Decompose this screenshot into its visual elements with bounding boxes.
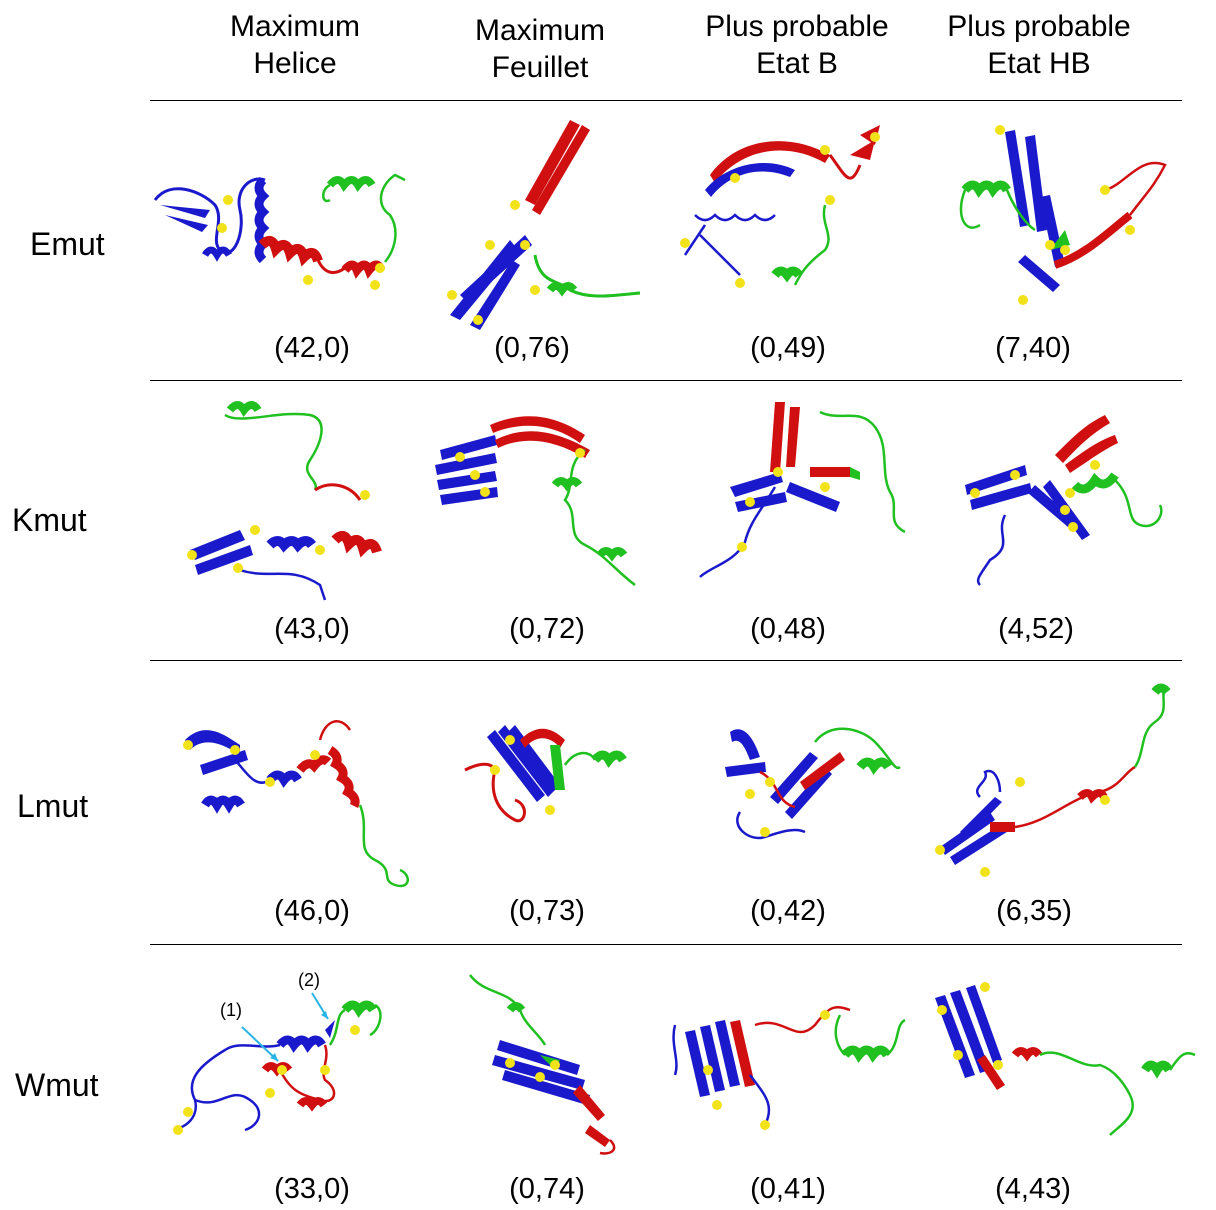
- structure-lmut-max-sheet: [464, 725, 627, 823]
- structure-emut-max-helix: [153, 173, 406, 290]
- structure-kmut-max-helix: [187, 401, 382, 601]
- row-label-kmut: Kmut: [12, 502, 87, 538]
- column-header-line2: Etat B: [756, 47, 838, 80]
- structure-wmut-state-b: [672, 1006, 906, 1130]
- annotation-label-1: (1): [220, 1000, 242, 1020]
- column-header-max-helix: Maximum Helice: [175, 8, 415, 82]
- structure-wmut-state-hb: [935, 982, 1196, 1136]
- structure-kmut-state-b: [699, 402, 906, 578]
- column-header-line2: Helice: [253, 47, 337, 80]
- cell-caption: (43,0): [274, 613, 350, 645]
- annotation-arrows: [241, 992, 329, 1062]
- cell-caption: (7,40): [995, 332, 1071, 364]
- row-label-lmut: Lmut: [17, 788, 89, 824]
- column-header-line2: Etat HB: [987, 47, 1091, 80]
- row-divider: [150, 660, 1182, 661]
- structure-lmut-max-helix: [183, 720, 409, 888]
- column-header-state-b: Plus probable Etat B: [677, 8, 917, 82]
- structure-emut-state-b: [680, 125, 880, 288]
- cell-caption: (33,0): [274, 1173, 350, 1205]
- structure-emut-state-hb: [959, 125, 1167, 305]
- row-divider: [150, 100, 1182, 101]
- cell-caption: (0,41): [750, 1173, 826, 1205]
- column-header-line1: Maximum: [229, 10, 360, 43]
- column-header-line1: Plus probable: [947, 10, 1131, 43]
- row-label-emut: Emut: [30, 226, 105, 262]
- cell-caption: (0,42): [750, 895, 826, 927]
- cell-caption: (0,72): [509, 613, 585, 645]
- column-header-line1: Maximum: [474, 14, 605, 47]
- cell-caption: (4,52): [998, 613, 1074, 645]
- row-divider: [150, 380, 1182, 381]
- structure-lmut-state-hb: [935, 683, 1171, 877]
- column-header-line2: Feuillet: [491, 51, 589, 84]
- cell-caption: (42,0): [274, 332, 350, 364]
- column-header-line1: Plus probable: [705, 10, 889, 43]
- cell-caption: (0,49): [750, 332, 826, 364]
- structure-wmut-max-helix: [173, 1000, 382, 1135]
- annotation-label-2: (2): [298, 970, 320, 990]
- cell-caption: (0,74): [509, 1173, 585, 1205]
- cell-caption: (46,0): [274, 895, 350, 927]
- structure-kmut-state-hb: [965, 415, 1163, 586]
- row-divider: [150, 944, 1182, 945]
- cell-caption: (0,73): [509, 895, 585, 927]
- cell-caption: (6,35): [996, 895, 1072, 927]
- cell-caption: (4,43): [995, 1173, 1071, 1205]
- cell-caption: (0,48): [750, 613, 826, 645]
- structure-kmut-max-sheet: [435, 416, 636, 586]
- structure-lmut-state-b: [725, 727, 901, 840]
- column-header-max-sheet: Maximum Feuillet: [420, 12, 660, 86]
- structure-emut-max-sheet: [447, 120, 641, 330]
- structure-wmut-max-sheet: [469, 974, 616, 1155]
- row-label-wmut: Wmut: [15, 1067, 99, 1103]
- cell-caption: (0,76): [494, 332, 570, 364]
- column-header-state-hb: Plus probable Etat HB: [919, 8, 1159, 82]
